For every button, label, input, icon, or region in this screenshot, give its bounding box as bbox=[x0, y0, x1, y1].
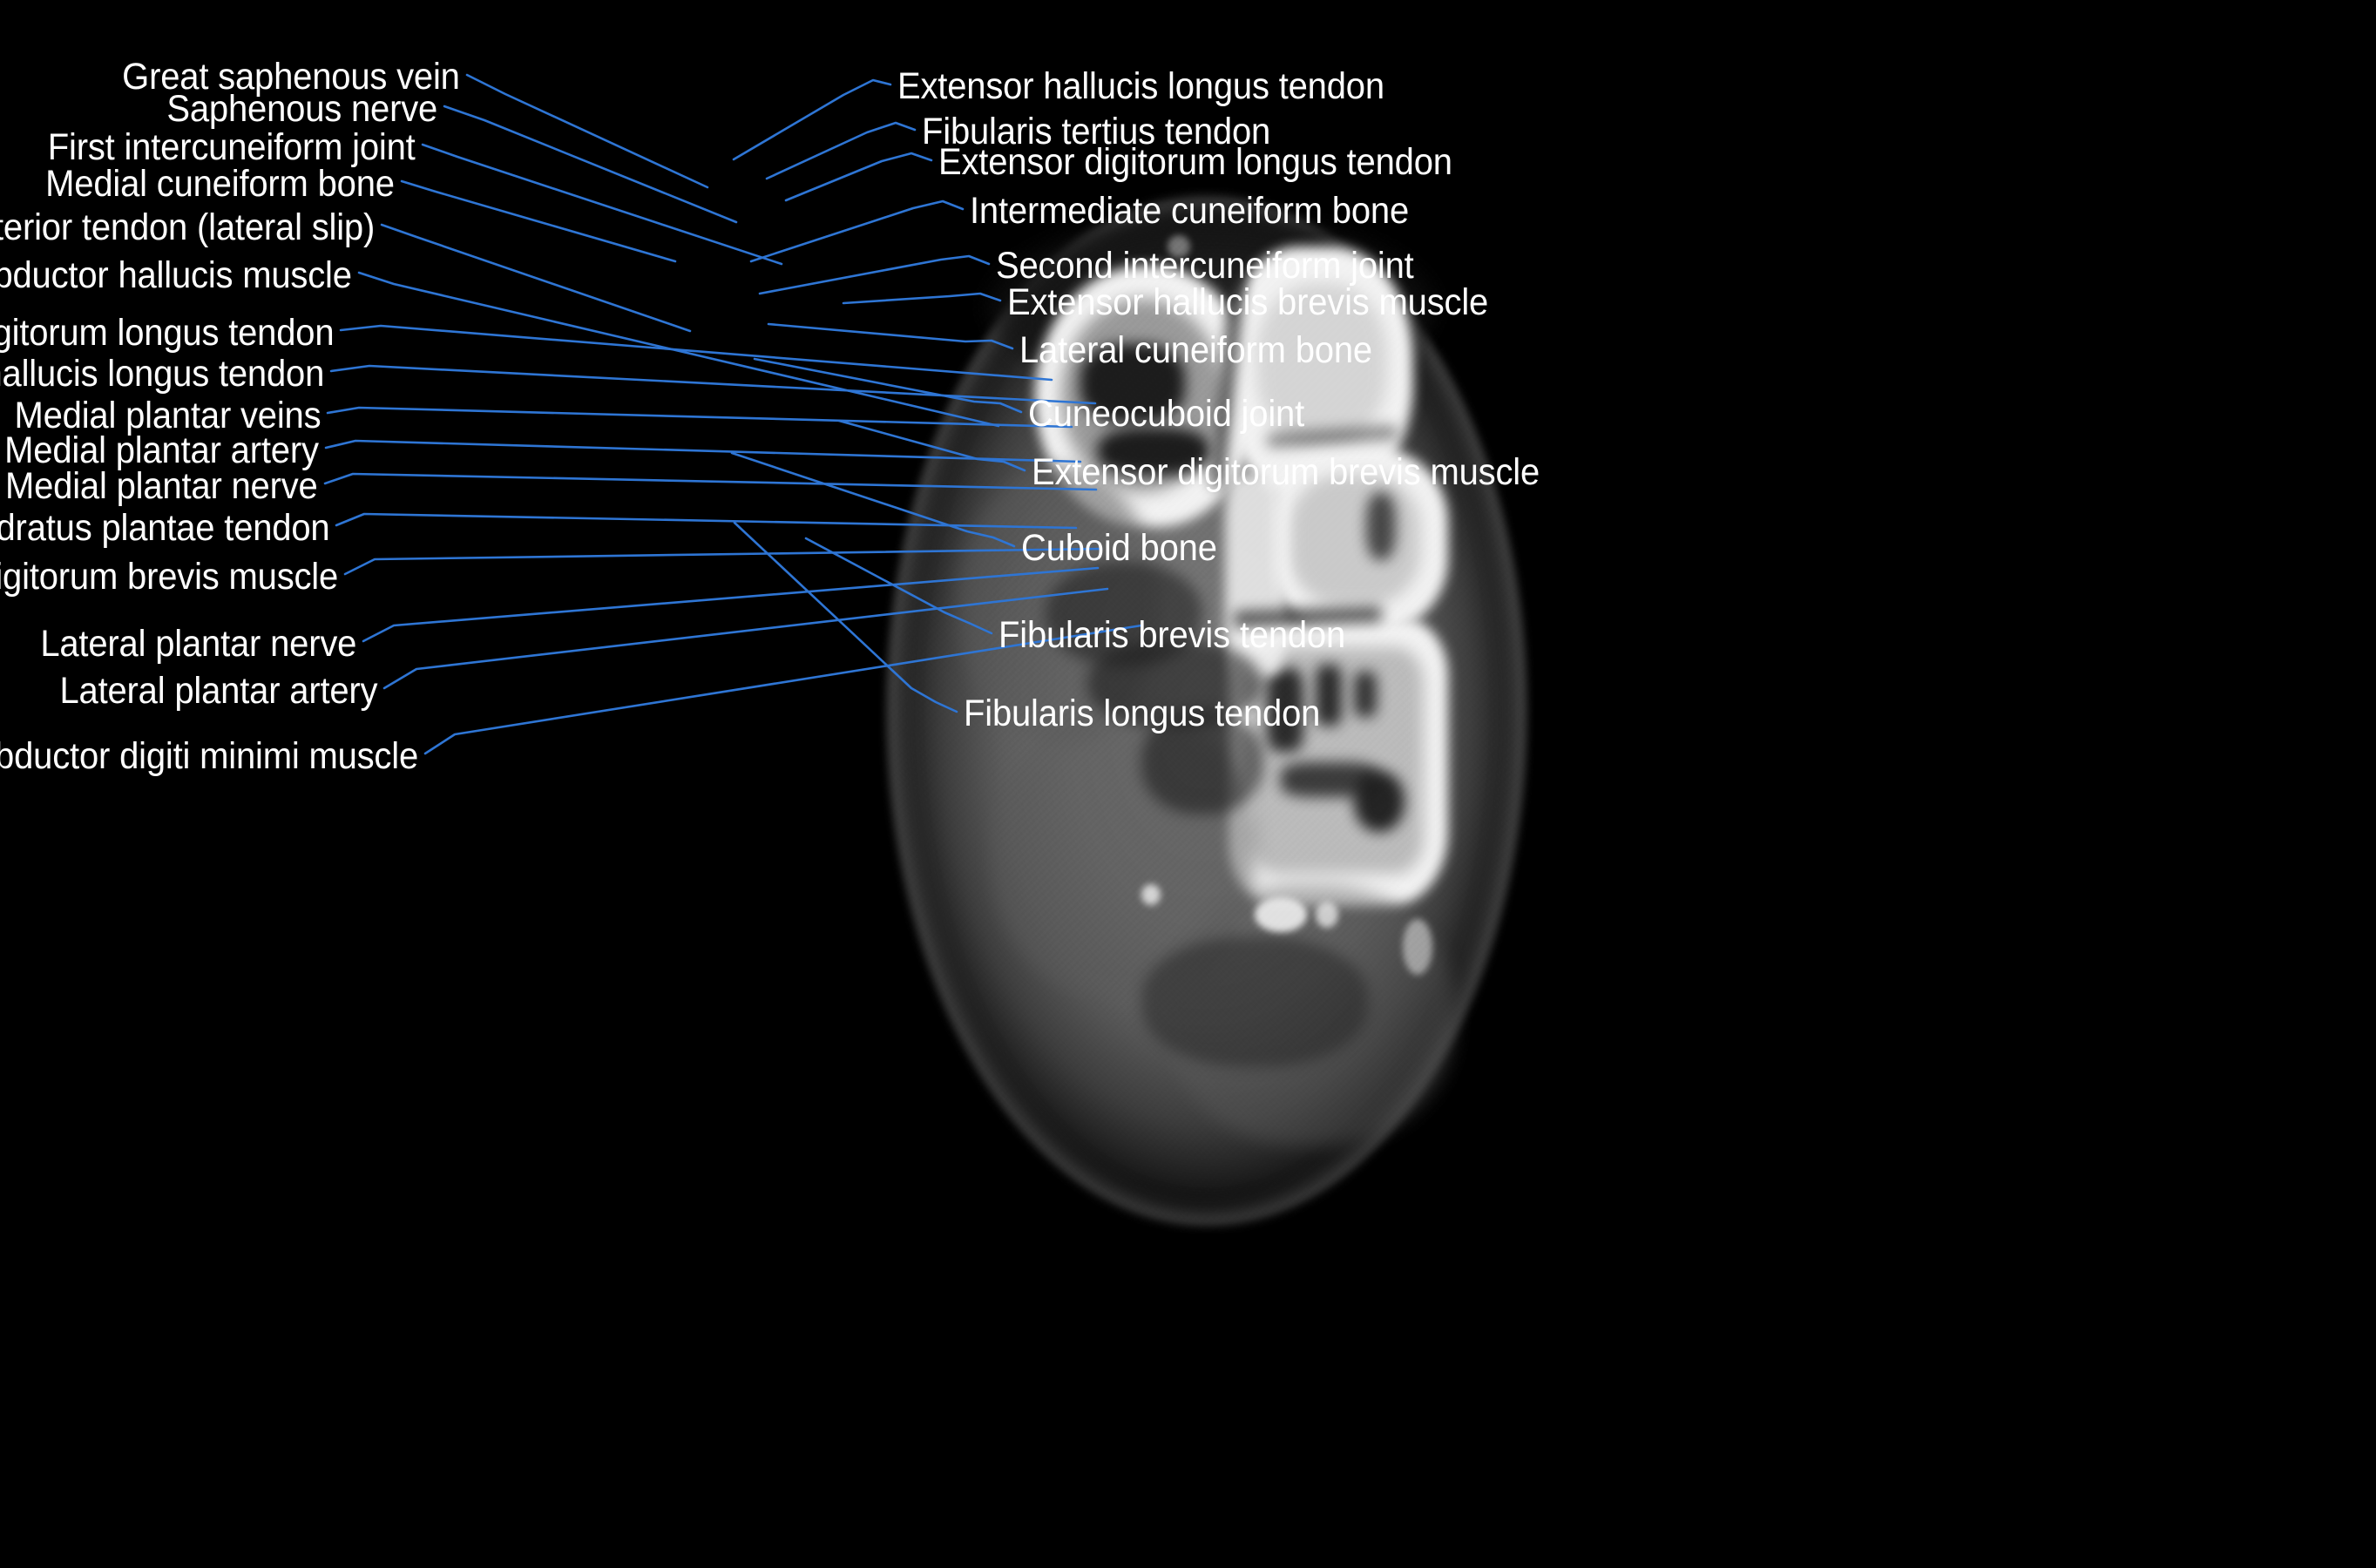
extensor-tendon-spot bbox=[1168, 235, 1190, 258]
label-flexor-digitorum-brevis-muscle: Flexor digitorum brevis muscle bbox=[0, 556, 338, 598]
label-abductor-hallucis-muscle: Abductor hallucis muscle bbox=[0, 254, 352, 296]
leader-line-saphenous-nerve bbox=[443, 105, 738, 224]
label-medial-plantar-artery: Medial plantar artery bbox=[4, 429, 319, 471]
label-cuneocuboid-joint: Cuneocuboid joint bbox=[1028, 393, 1304, 435]
fibularis-longus-tendon-spot bbox=[1255, 897, 1307, 932]
label-fibularis-brevis-tendon: Fibularis brevis tendon bbox=[998, 614, 1346, 656]
lateral-plantar-vessel-spot bbox=[1316, 902, 1338, 928]
label-second-intercuneiform-joint: Second intercuneiform joint bbox=[996, 245, 1414, 287]
label-great-saphenous-vein: Great saphenous vein bbox=[122, 56, 460, 98]
label-medial-plantar-veins: Medial plantar veins bbox=[14, 395, 321, 436]
medial-plantar-vessel-spot bbox=[1141, 884, 1161, 905]
label-tibialis-posterior-tendon-lateral-slip: Tibialis posterior tendon (lateral slip) bbox=[0, 206, 375, 248]
label-flexor-digitorum-longus-tendon: Flexor digitorum longus tendon bbox=[0, 312, 334, 354]
leader-line-tibialis-posterior-tendon-lateral-slip bbox=[380, 223, 692, 333]
label-lateral-plantar-nerve: Lateral plantar nerve bbox=[40, 623, 356, 665]
label-medial-plantar-nerve: Medial plantar nerve bbox=[5, 465, 318, 507]
leader-line-first-intercuneiform-joint bbox=[421, 143, 783, 266]
label-fibularis-tertius-tendon: Fibularis tertius tendon bbox=[922, 111, 1271, 152]
leader-line-great-saphenous-vein bbox=[465, 73, 709, 189]
label-fibularis-longus-tendon: Fibularis longus tendon bbox=[964, 693, 1321, 734]
label-abductor-digiti-minimi-muscle: Abductor digiti minimi muscle bbox=[0, 735, 418, 777]
label-saphenous-nerve: Saphenous nerve bbox=[166, 88, 437, 130]
label-lateral-cuneiform-bone: Lateral cuneiform bone bbox=[1019, 329, 1372, 371]
label-intermediate-cuneiform-bone: Intermediate cuneiform bone bbox=[970, 190, 1410, 232]
label-flexor-hallucis-longus-tendon: Flexor hallucis longus tendon bbox=[0, 353, 324, 395]
label-lateral-plantar-artery: Lateral plantar artery bbox=[59, 670, 377, 712]
label-first-intercuneiform-joint: First intercuneiform joint bbox=[48, 126, 416, 168]
label-quadratus-plantae-tendon: Quadratus plantae tendon bbox=[0, 507, 329, 549]
lateral-cuneiform-bone-region bbox=[1274, 449, 1448, 632]
label-medial-cuneiform-bone: Medial cuneiform bone bbox=[45, 163, 395, 205]
leader-line-medial-cuneiform-bone bbox=[400, 179, 677, 263]
label-extensor-hallucis-brevis-muscle: Extensor hallucis brevis muscle bbox=[1007, 281, 1489, 323]
leader-line-fibularis-tertius-tendon bbox=[765, 121, 917, 180]
label-extensor-digitorum-longus-tendon: Extensor digitorum longus tendon bbox=[938, 141, 1452, 183]
label-extensor-hallucis-longus-tendon: Extensor hallucis longus tendon bbox=[897, 65, 1384, 107]
label-cuboid-bone: Cuboid bone bbox=[1021, 527, 1217, 569]
fibularis-brevis-tendon-spot bbox=[1403, 919, 1432, 975]
label-extensor-digitorum-brevis-muscle: Extensor digitorum brevis muscle bbox=[1032, 451, 1540, 493]
leader-line-extensor-hallucis-longus-tendon bbox=[732, 78, 892, 161]
